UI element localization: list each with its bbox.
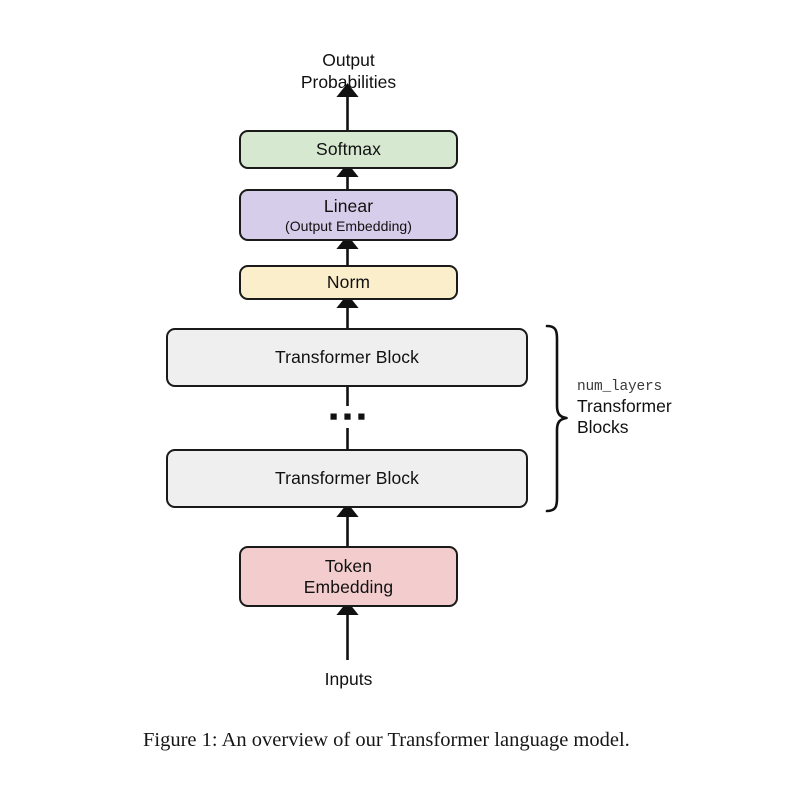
node-token-embedding-label-line2: Embedding [303,576,394,597]
brace-annotation-line1: Transformer [577,396,672,417]
curly-brace-icon [545,324,568,513]
node-softmax-label: Softmax [316,139,381,160]
node-transformer-block-bottom-label: Transformer Block [275,468,419,489]
brace-annotation-num-layers: num_layers [577,379,663,395]
figure-caption: Figure 1: An overview of our Transformer… [143,729,630,751]
label-inputs: Inputs [237,669,460,691]
node-transformer-block-top[interactable]: Transformer Block [166,328,528,387]
horizontal-ellipsis-icon [330,413,365,420]
node-linear-sublabel: (Output Embedding) [285,217,412,234]
label-inputs-text: Inputs [324,669,373,689]
label-output-probabilities-line1: Output [322,50,375,70]
node-norm[interactable]: Norm [239,265,458,300]
node-norm-label: Norm [326,272,371,293]
node-transformer-block-bottom[interactable]: Transformer Block [166,449,528,508]
node-transformer-block-top-label: Transformer Block [275,347,419,368]
node-softmax[interactable]: Softmax [239,130,458,169]
node-linear[interactable]: Linear (Output Embedding) [239,189,458,241]
brace-annotation: num_layers Transformer Blocks [577,379,747,438]
node-token-embedding-label-line1: Token [324,556,373,577]
brace-annotation-line2: Blocks [577,417,629,438]
label-output-probabilities: Output Probabilities [237,50,460,94]
node-linear-label: Linear [323,196,374,217]
label-output-probabilities-line2: Probabilities [300,71,397,92]
node-token-embedding[interactable]: Token Embedding [239,546,458,607]
